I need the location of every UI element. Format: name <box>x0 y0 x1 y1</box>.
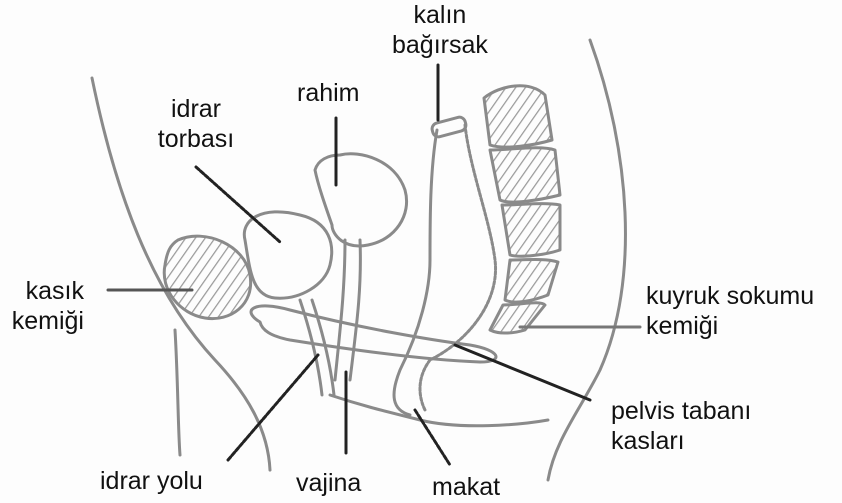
label-line: idrar <box>170 95 221 123</box>
body-outline-right <box>546 38 627 482</box>
coccyx <box>488 301 547 335</box>
sacrum-seg-1 <box>482 84 554 149</box>
leader-pelvis-tabani <box>453 343 592 402</box>
label-line: kalın <box>413 1 467 29</box>
leader-idrar-torbasi <box>194 165 282 244</box>
rectum-cap <box>430 115 468 139</box>
label-line: pelvis tabanı <box>611 397 752 425</box>
rectum-outer <box>392 128 439 417</box>
label-kasik-kemigi: kasık kemiği <box>0 276 84 336</box>
label-line: torbası <box>157 125 235 153</box>
urethra <box>298 298 324 397</box>
label-line: bağırsak <box>392 31 488 59</box>
bladder <box>242 210 334 300</box>
label-line: makat <box>432 473 501 501</box>
label-line: kuyruk sokumu <box>646 282 815 310</box>
label-line: kemiği <box>11 307 84 335</box>
label-idrar-yolu: idrar yolu <box>100 466 203 496</box>
label-line: kemiği <box>646 312 719 340</box>
body-outline-left <box>90 76 272 472</box>
label-idrar-torbasi: idrar torbası <box>141 94 251 154</box>
pelvic-floor-band <box>249 304 498 364</box>
label-kalin-bagirsak: kalın bağırsak <box>392 0 488 60</box>
rectum-inner <box>418 123 498 412</box>
uterus <box>313 152 408 248</box>
label-line: kasları <box>611 427 685 455</box>
label-vajina: vajina <box>296 468 361 498</box>
leader-makat <box>413 408 452 467</box>
body-outline-left-lower <box>173 328 182 457</box>
label-line: idrar yolu <box>100 467 203 495</box>
label-line: vajina <box>296 469 362 497</box>
perineum <box>328 393 550 428</box>
label-makat: makat <box>432 472 500 502</box>
label-kuyruk-sokumu-kemigi: kuyruk sokumu kemiği <box>646 281 814 341</box>
leader-idrar-yolu <box>226 353 320 462</box>
label-rahim: rahim <box>297 78 360 108</box>
label-line: rahim <box>297 79 360 107</box>
sacrum-seg-4 <box>503 258 560 304</box>
sacrum-seg-2 <box>488 146 562 204</box>
vagina-tube-2 <box>348 238 362 382</box>
label-pelvis-tabani-kaslari: pelvis tabanı kasları <box>611 396 751 456</box>
label-line: kasık <box>25 277 84 305</box>
vagina-tube <box>333 238 347 382</box>
sacrum-seg-3 <box>500 202 562 258</box>
pubic-bone <box>162 234 253 321</box>
